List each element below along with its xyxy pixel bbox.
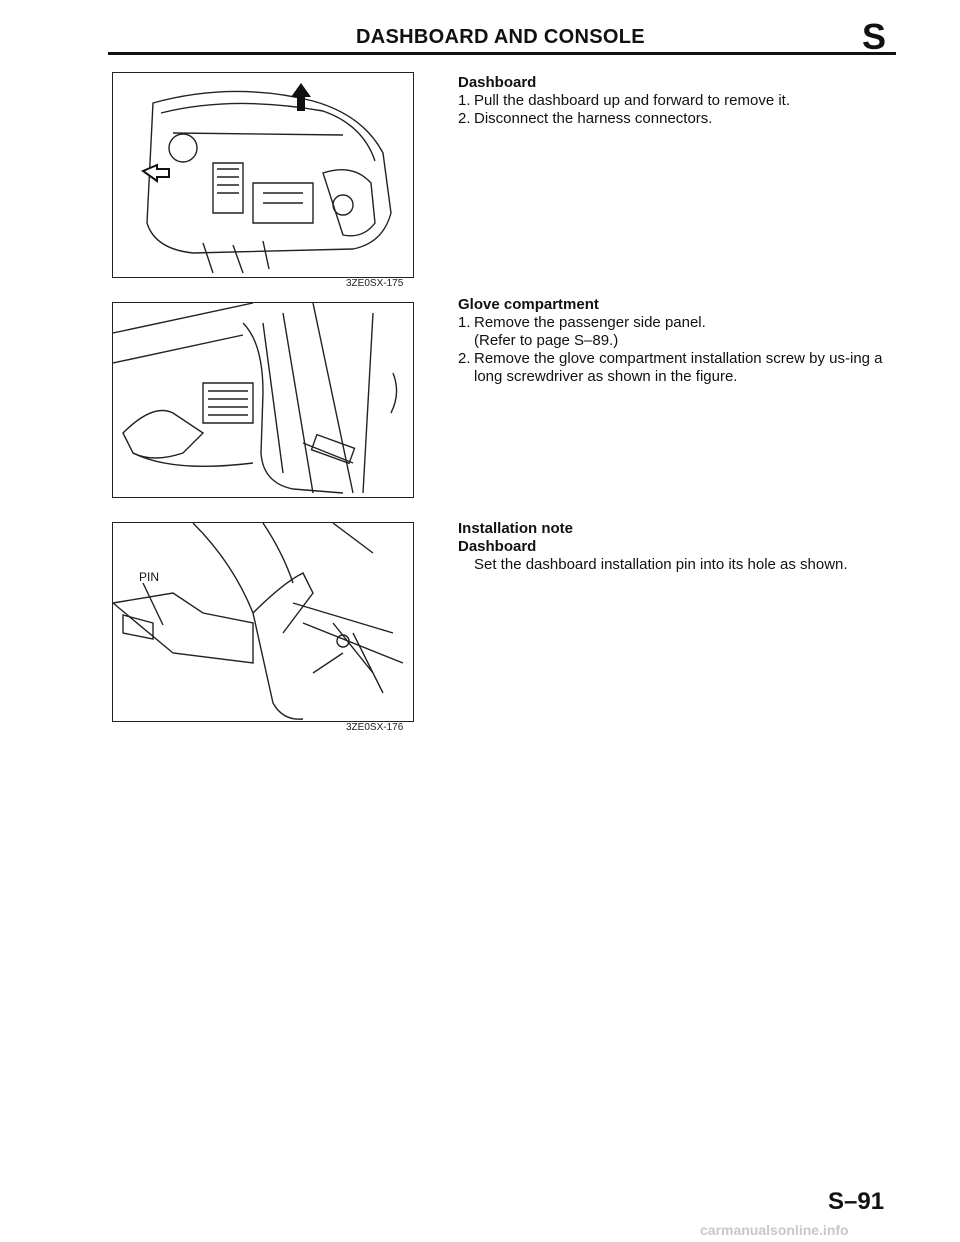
- step-number: 1.: [458, 92, 471, 109]
- step-text: Pull the dashboard up and forward to rem…: [474, 92, 791, 109]
- section-heading: Dashboard: [458, 74, 537, 91]
- watermark: carmanualsonline.info: [700, 1222, 849, 1238]
- figure-code: 3ZE0SX-175: [346, 278, 404, 289]
- step-item: 2. Disconnect the harness connectors.: [458, 110, 898, 128]
- section-heading: Installation note: [458, 520, 574, 537]
- section-dashboard: Dashboard 1. Pull the dashboard up and f…: [458, 74, 898, 128]
- step-item: 1. Remove the passenger side panel.: [458, 314, 898, 332]
- figure-installation-pin: PIN: [112, 522, 414, 722]
- installation-text: Set the dashboard installation pin into …: [474, 556, 848, 573]
- step-item: 1. Pull the dashboard up and forward to …: [458, 92, 898, 110]
- figure-glove-compartment: [112, 302, 414, 498]
- step-text: Disconnect the harness connectors.: [474, 110, 713, 127]
- section-letter: S: [862, 16, 887, 57]
- step-text: Remove the glove compartment installatio…: [474, 350, 883, 385]
- step-number: 2.: [458, 350, 471, 367]
- section-installation-note: Installation note Dashboard Set the dash…: [458, 520, 898, 574]
- section-heading: Glove compartment: [458, 296, 599, 313]
- page-number: S–91: [828, 1188, 885, 1215]
- step-reference-note: (Refer to page S–89.): [474, 332, 619, 349]
- header-rule: [108, 52, 896, 55]
- step-number: 1.: [458, 314, 471, 331]
- section-subheading: Dashboard: [458, 538, 537, 555]
- section-glove-compartment: Glove compartment 1. Remove the passenge…: [458, 296, 898, 386]
- page-title: DASHBOARD AND CONSOLE: [356, 26, 645, 48]
- step-number: 2.: [458, 110, 471, 127]
- step-text: Remove the passenger side panel.: [474, 314, 706, 331]
- dashboard-illustration: [140, 83, 392, 274]
- glove-compartment-illustration: [113, 303, 398, 494]
- installation-pin-illustration: PIN: [113, 523, 404, 720]
- figure-dashboard-removal: [112, 72, 414, 278]
- pin-label: PIN: [139, 570, 159, 584]
- step-item: 2. Remove the glove compartment installa…: [458, 350, 898, 386]
- figure-code: 3ZE0SX-176: [346, 722, 404, 733]
